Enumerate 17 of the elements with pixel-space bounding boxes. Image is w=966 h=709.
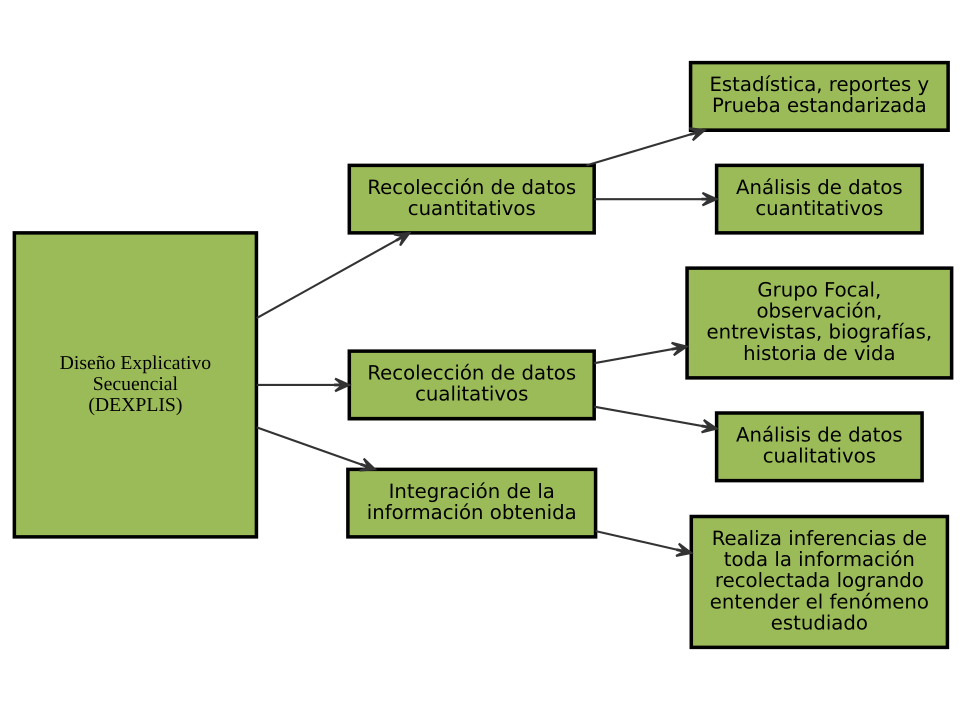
node-box: Diseño Explicativo Secuencial (DEXPLIS) [12, 230, 258, 538]
node-box: Integración de la información obtenida [346, 467, 598, 538]
arrow [256, 426, 376, 472]
arrow [256, 232, 410, 319]
node-box: Estadística, reportes y Prueba estandarizada [688, 60, 950, 132]
arrow [256, 377, 350, 392]
node-box: Realiza inferencias de toda la información recolectada logrando entender el fenómeno estudiado [690, 514, 950, 649]
node-box: Análisis de datos cualitativos [714, 410, 924, 482]
node-box: Recolección de datos cualitativos [348, 348, 596, 420]
arrow [586, 126, 706, 166]
arrow [594, 191, 718, 206]
arrow [594, 405, 718, 433]
node-box: Análisis de datos cuantitativos [714, 163, 924, 234]
arrow [595, 530, 692, 557]
node-box: Grupo Focal, observación, entrevistas, biografías, historia de vida [685, 266, 954, 380]
node-box: Recolección de datos cuantitativos [348, 163, 596, 234]
arrow [594, 341, 688, 364]
